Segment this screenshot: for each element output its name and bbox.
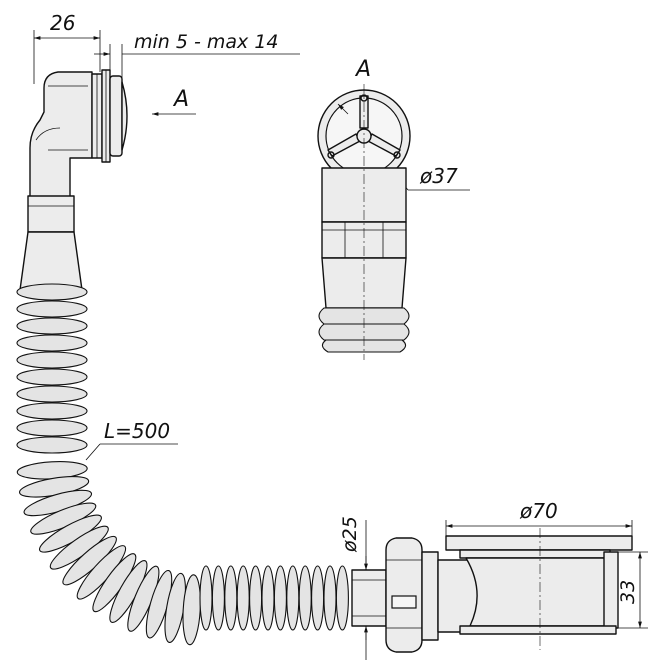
hose-rib [199,565,213,631]
hose-rib [224,565,238,631]
hose-rib [16,300,88,318]
hose-rib [286,565,300,631]
hose-rib [298,565,312,631]
hose-rib [16,385,88,403]
hose-rib [16,419,88,437]
dimension-pipe-diameter: ø25 [339,516,368,660]
overflow-head [19,69,128,291]
view-arrow: A [152,87,196,116]
hose-rib [16,436,88,454]
dimension-width: 26 [33,11,101,84]
hose-rib [249,565,263,631]
grille-spokes [327,94,401,159]
hose-rib [261,565,275,631]
hose-rib [16,317,88,335]
hose-rib [16,334,88,352]
hose-rib [323,565,337,631]
hose-rib [211,565,225,631]
dim-width-label: 26 [50,11,75,35]
hose-rib [236,565,250,631]
dim-overflow-diameter: ø37 [419,164,458,188]
hose-rib [335,565,349,631]
hose-rib [311,565,325,631]
dimension-drain-diameter: ø70 [445,499,633,536]
hose-rib [16,351,88,369]
dimension-hose-length: L=500 [85,419,178,461]
hose-rib [273,565,287,631]
hose-rib [16,368,88,386]
dimension-adjust: min 5 - max 14 [94,31,300,78]
dim-pipe-diameter-label: ø25 [339,516,361,553]
view-a: A ø37 [317,57,470,360]
dim-adjust-label: min 5 - max 14 [134,31,279,53]
hose-rib [16,402,88,420]
drain-assembly [351,528,633,653]
dim-hose-length-label: L=500 [104,419,170,443]
view-arrow-label: A [172,87,189,112]
dim-drain-diameter-label: ø70 [519,499,558,523]
dimension-drain-height: 33 [617,551,648,629]
view-a-title: A [354,57,371,82]
hose-rib [16,283,88,301]
corrugated-hose [16,283,349,646]
dim-drain-height-label: 33 [617,580,639,604]
